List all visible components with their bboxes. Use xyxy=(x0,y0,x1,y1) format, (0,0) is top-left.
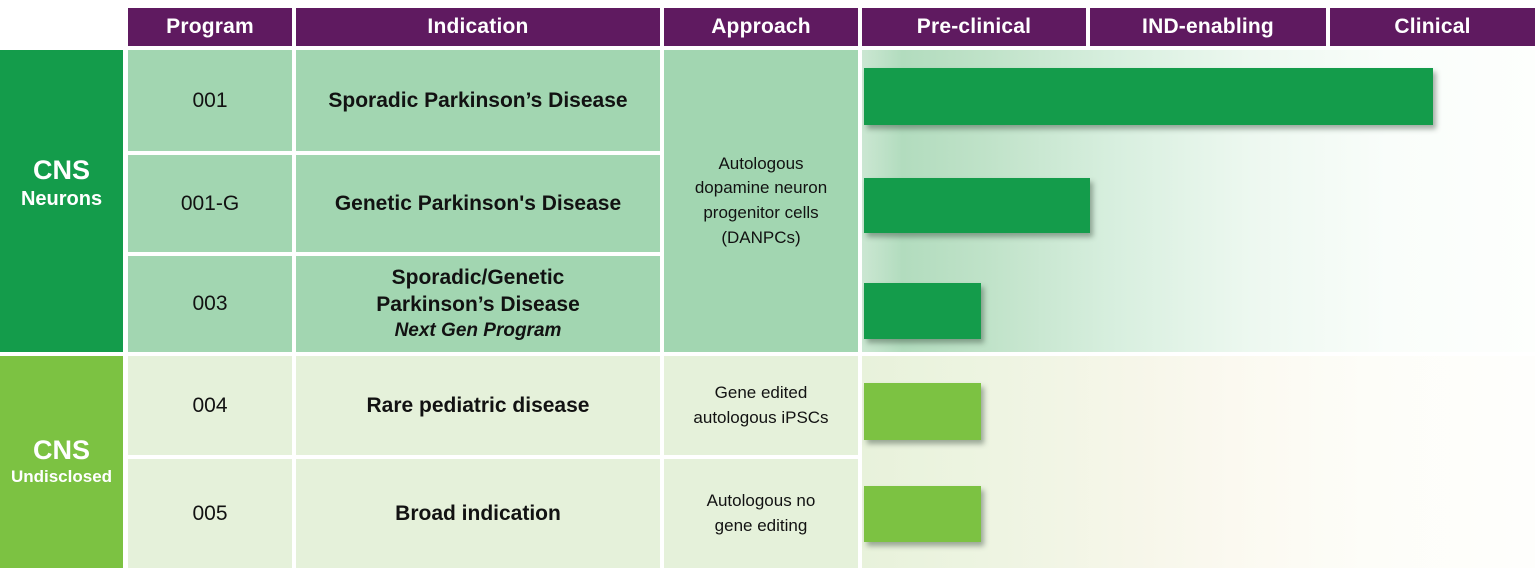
progress-bar-001 xyxy=(864,68,1433,125)
progress-bar-005 xyxy=(864,486,981,542)
column-header-preclinical: Pre-clinical xyxy=(862,8,1086,46)
indication-text: Sporadic/Genetic Parkinson’s Disease xyxy=(376,265,580,317)
group-subtitle: Neurons xyxy=(20,188,103,211)
indication-cell: Rare pediatric disease xyxy=(296,356,660,455)
program-id: 003 xyxy=(192,292,228,315)
indication-text: Broad indication xyxy=(395,501,561,525)
program-cell: 001-G xyxy=(128,155,292,252)
program-id: 001-G xyxy=(180,191,240,215)
indication-cell: Sporadic Parkinson’s Disease xyxy=(296,50,660,151)
indication-cell: Genetic Parkinson's Disease xyxy=(296,155,660,252)
approach-cell-danpc: Autologous dopamine neuron progenitor ce… xyxy=(664,50,858,352)
group-title: CNS xyxy=(32,435,90,466)
column-header-program: Program xyxy=(128,8,292,46)
indication-text: Rare pediatric disease xyxy=(366,393,590,417)
program-id: 001 xyxy=(192,88,228,112)
column-header-ind-enabling: IND-enabling xyxy=(1090,8,1326,46)
column-header-clinical: Clinical xyxy=(1330,8,1535,46)
program-id: 004 xyxy=(192,393,228,417)
approach-cell: Autologous no gene editing xyxy=(664,459,858,568)
program-cell: 005 xyxy=(128,459,292,568)
progress-bar-001-g xyxy=(864,178,1090,233)
group-title: CNS xyxy=(32,155,90,185)
program-cell: 004 xyxy=(128,356,292,455)
group-cns-undisclosed: CNS Undisclosed xyxy=(0,356,123,568)
group-cns-neurons: CNS Neurons xyxy=(0,50,123,352)
indication-cell: Broad indication xyxy=(296,459,660,568)
approach-text: Autologous dopamine neuron progenitor ce… xyxy=(694,153,828,247)
column-header-approach: Approach xyxy=(664,8,858,46)
indication-cell: Sporadic/Genetic Parkinson’s Disease Nex… xyxy=(296,256,660,352)
indication-text: Genetic Parkinson's Disease xyxy=(334,191,622,215)
program-cell: 001 xyxy=(128,50,292,151)
column-header-indication: Indication xyxy=(296,8,660,46)
approach-text: Gene edited autologous iPSCs xyxy=(693,382,829,427)
progress-bar-003 xyxy=(864,283,981,339)
indication-text: Sporadic Parkinson’s Disease xyxy=(328,88,628,112)
approach-cell: Gene edited autologous iPSCs xyxy=(664,356,858,455)
indication-note: Next Gen Program xyxy=(394,320,562,342)
program-cell: 003 xyxy=(128,256,292,352)
approach-text: Autologous no gene editing xyxy=(706,490,816,535)
program-id: 005 xyxy=(192,501,228,525)
group-subtitle: Undisclosed xyxy=(10,467,113,487)
progress-bar-004 xyxy=(864,383,981,440)
